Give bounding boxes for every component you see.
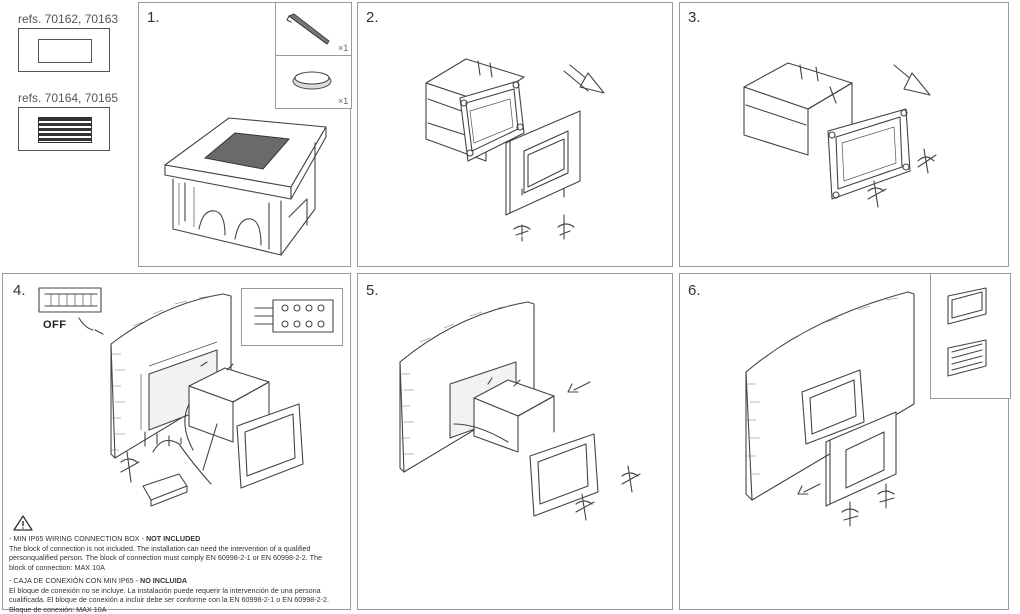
screw-icon [867,148,937,208]
step-5-drawing [399,301,641,521]
step-6-drawing [745,287,987,527]
hex-key-icon [286,13,330,45]
ref-plain-frame-icon [18,28,110,72]
arrow-icon [563,64,605,94]
step-number: 4. [13,282,26,299]
step-2-panel: 2. [357,2,673,267]
step-2-drawing [425,58,605,242]
note-es-line-3: Bloque de conexión: MAX 10A [9,604,107,614]
step-3-panel: 3. [679,2,1009,267]
step-number: 5. [366,282,379,299]
note-spanish: - CAJA DE CONEXIÓN CON MIN IP65 - NO INC… [9,576,349,614]
note-es-bold: NO INCLUIDA [140,576,188,585]
warning-icon [13,515,33,531]
note-es-line-1: El bloque de conexión no se incluye. La … [9,585,321,595]
screw-icon [120,431,182,483]
cap-icon [292,71,332,90]
note-en-prefix: - MIN IP65 WIRING CONNECTION BOX - [9,534,146,543]
cap-qty: ×1 [338,96,349,106]
note-en-line-2: personqualified person. The block of con… [9,553,322,562]
ref-label-1: refs. 70162, 70163 [18,12,119,26]
screw-icon [841,483,895,527]
step-4-panel: 4. OFF 103mm 70mm [2,273,351,614]
ref-label-2: refs. 70164, 70165 [18,91,119,105]
step-1-panel: 1. ×1 ×1 [138,2,352,267]
screw-icon [513,188,575,242]
step-5-panel: 5. [357,273,673,610]
step-number: 6. [688,282,701,299]
note-en-line-3: block of connection: MAX 10A [9,562,105,572]
note-en-line-1: The block of connection is not included.… [9,543,311,553]
step-4-drawing [38,287,334,507]
note-en-bold: NOT INCLUDED [145,534,201,543]
note-english: - MIN IP65 WIRING CONNECTION BOX - NOT I… [9,534,349,572]
step-3-drawing [743,62,937,208]
box-drawing [164,13,332,256]
off-label: OFF [43,319,67,331]
arrow-icon [893,64,931,96]
step-number: 3. [688,9,701,26]
hex-key-qty: ×1 [338,43,349,53]
screw-icon [575,465,641,521]
note-es-prefix: - CAJA DE CONEXIÓN CON MIN IP65 - [9,576,140,585]
step-6-panel: 6. [679,273,1011,610]
arrow-icon [567,381,591,393]
arrow-icon [797,483,821,495]
step-number: 1. [147,9,160,26]
step-number: 2. [366,9,379,26]
ref-louvre-frame-icon [18,107,110,151]
note-es-line-2: cualificada. El bloque de conexión a inc… [9,595,330,604]
